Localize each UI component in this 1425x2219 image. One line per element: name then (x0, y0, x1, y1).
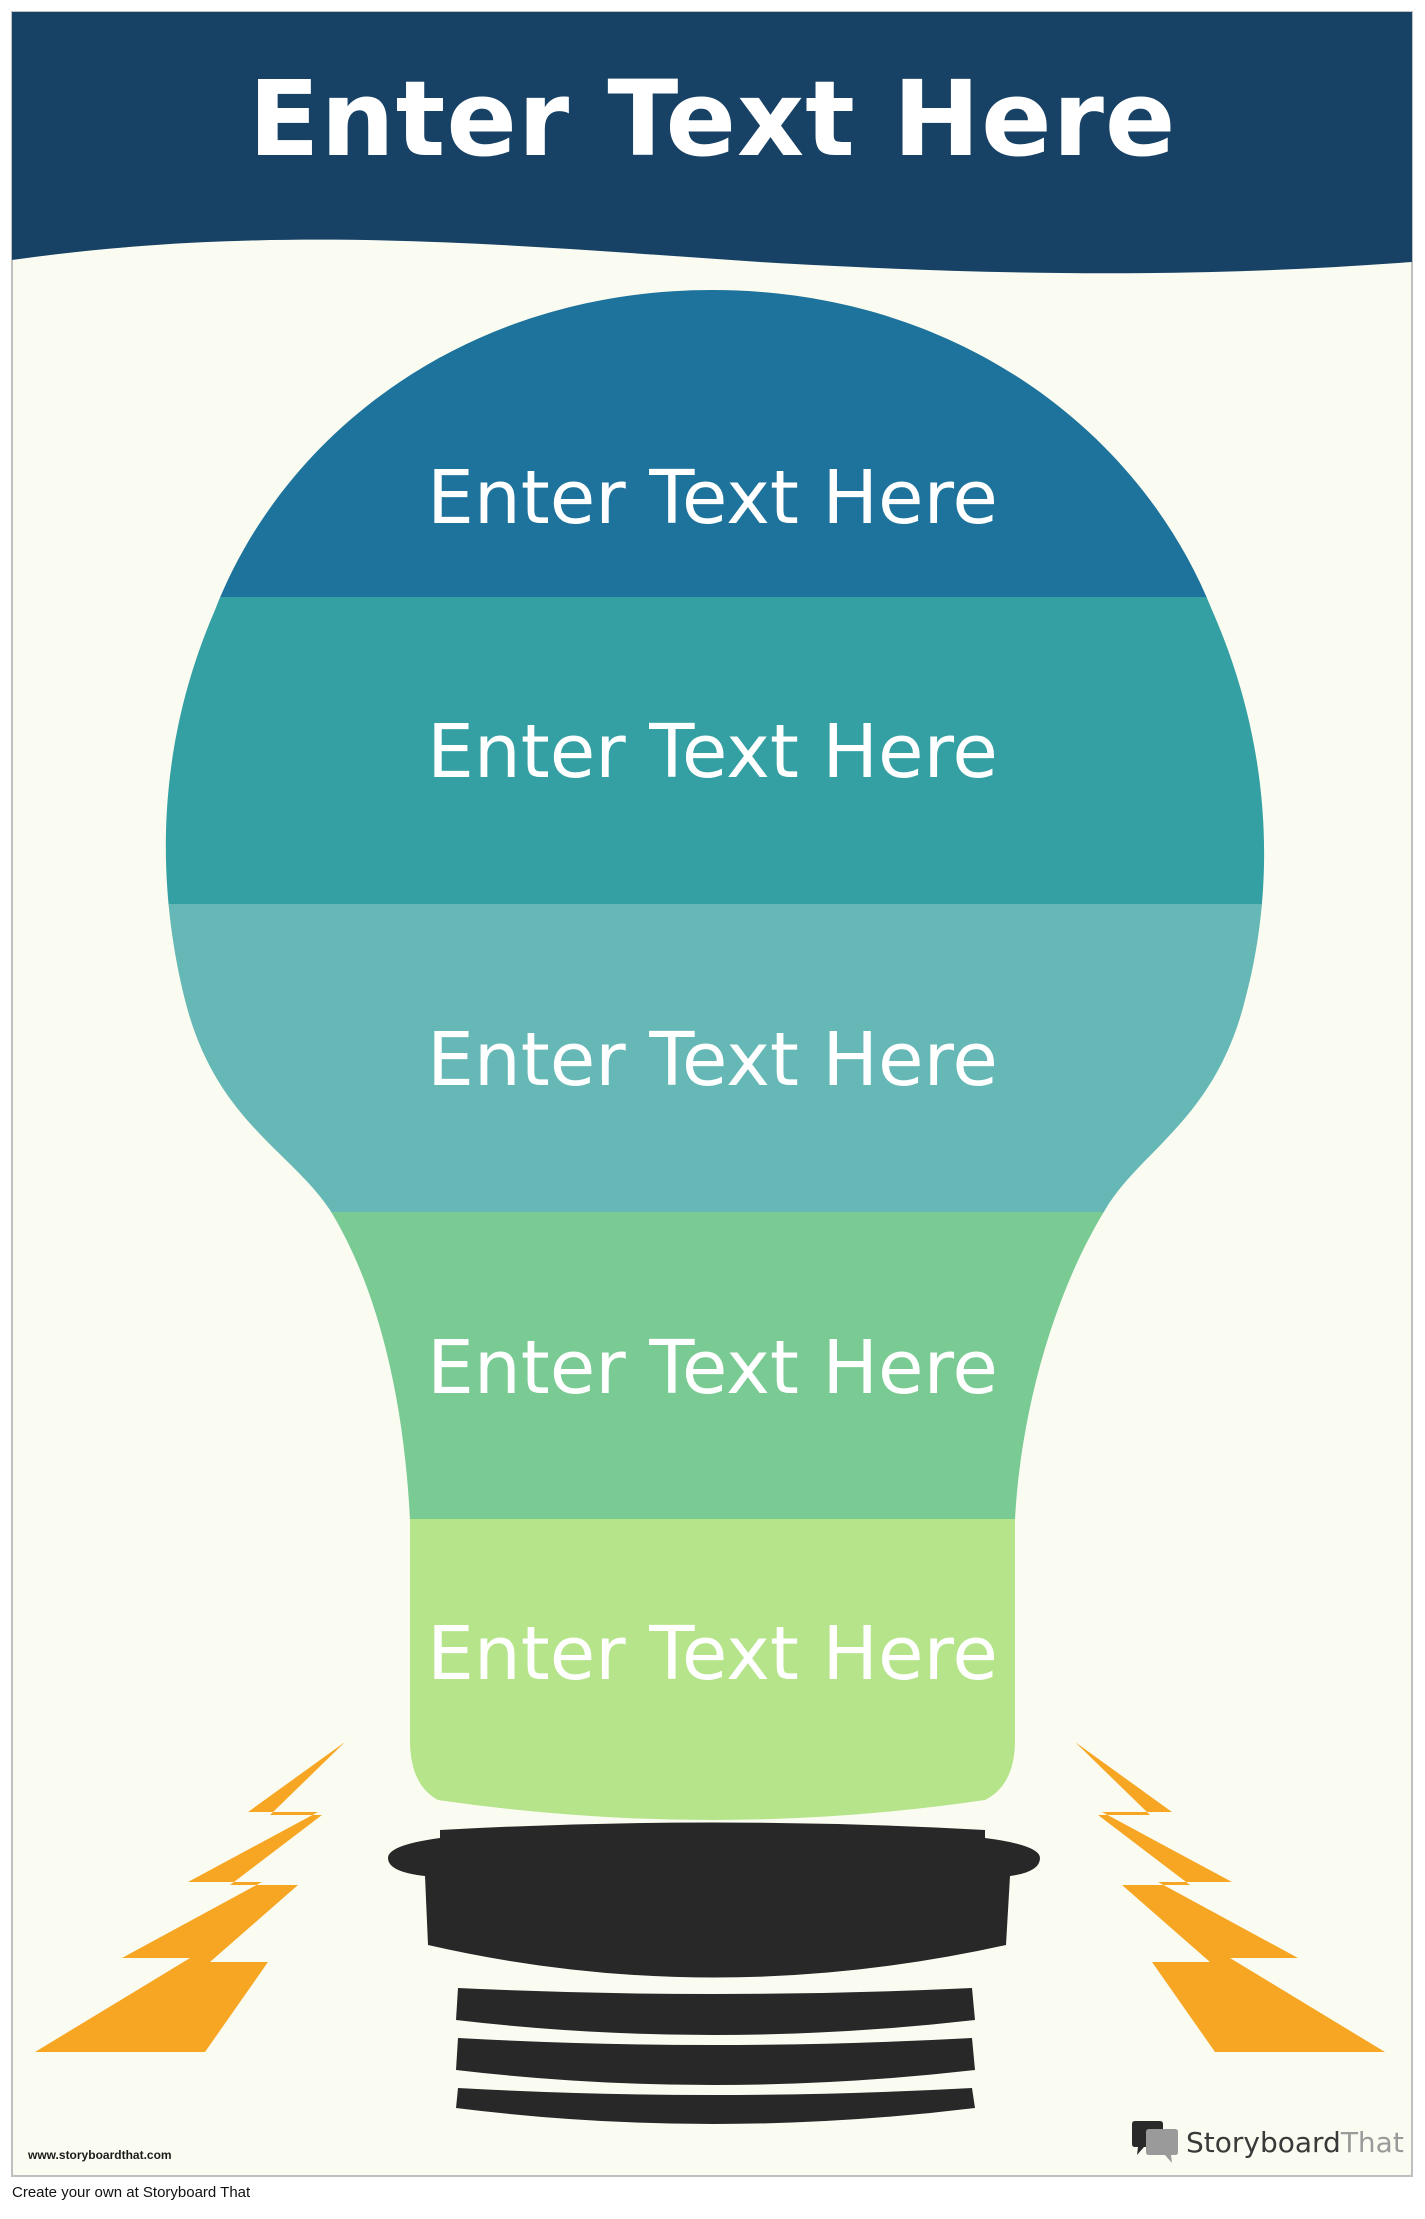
band-label-1[interactable]: Enter Text Here (427, 455, 998, 541)
socket-rim (388, 1822, 1040, 1978)
socket-ring-1 (456, 1988, 975, 2035)
bulb-band-3 (165, 904, 1265, 1213)
lightning-bolt-right (1075, 1742, 1385, 2052)
socket-ring-3 (456, 2088, 975, 2124)
bulb-socket (388, 1822, 1040, 2124)
band-label-2[interactable]: Enter Text Here (427, 709, 998, 795)
band-label-5[interactable]: Enter Text Here (427, 1611, 998, 1697)
poster-title[interactable]: Enter Text Here (248, 58, 1177, 180)
band-label-3[interactable]: Enter Text Here (427, 1017, 998, 1103)
bulb-band-2 (165, 597, 1265, 905)
brand-name-that: That (1340, 2125, 1404, 2159)
band-label-4[interactable]: Enter Text Here (427, 1325, 998, 1411)
brand-name-storyboard: Storyboard (1186, 2125, 1341, 2159)
brand-logo[interactable]: Storyboard That (1130, 2120, 1404, 2164)
lightning-bolt-left (35, 1742, 345, 2052)
footer-note[interactable]: Create your own at Storyboard That (12, 2184, 251, 2201)
site-url[interactable]: www.storyboardthat.com (28, 2148, 172, 2162)
socket-ring-2 (456, 2038, 975, 2085)
header-banner (12, 12, 1412, 274)
speech-bubbles-icon (1132, 2121, 1178, 2163)
